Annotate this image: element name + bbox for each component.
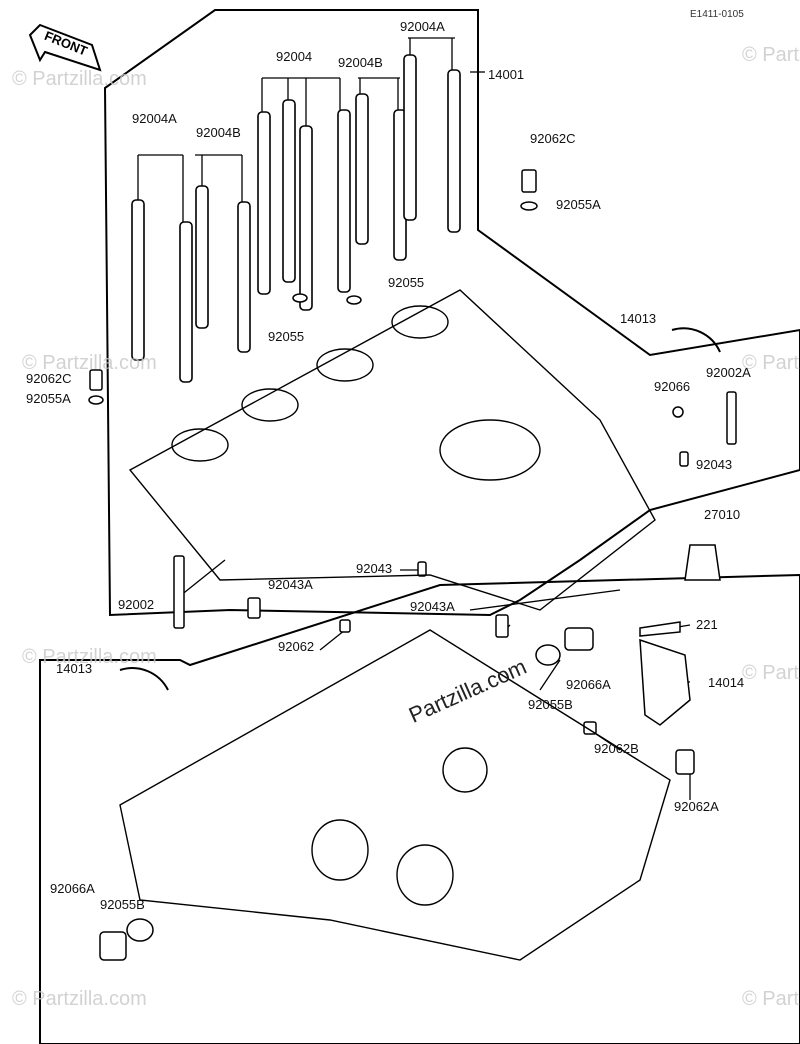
bolt-92002 (173, 555, 185, 629)
lower-bore-2 (396, 844, 454, 906)
stud-6 (282, 99, 296, 283)
dowel-92062c-top (521, 169, 537, 193)
part-label: 14014 (708, 675, 745, 690)
bolt-92002a (726, 391, 737, 445)
part-label: 92055 (268, 329, 305, 344)
bore-3 (316, 348, 374, 382)
part-label: 92004 (276, 49, 313, 64)
stud-8 (337, 109, 351, 293)
plug-92066a-left (99, 931, 127, 961)
part-label: 92004B (196, 125, 241, 140)
dowel-92043a-right (495, 614, 509, 638)
watermark-right-bottom: © Partzilla.com (742, 988, 800, 1010)
part-label: 92043A (410, 599, 455, 614)
screw-221 (639, 621, 681, 637)
watermark-left-top: © Partzilla.com (12, 68, 147, 90)
part-label: 14013 (620, 311, 657, 326)
part-label: 92062C (530, 131, 576, 146)
watermark-right-low: © Partzilla.com (742, 662, 800, 684)
oring-92055-right (346, 295, 362, 305)
part-label: 92055 (388, 275, 425, 290)
part-label: 92055A (556, 197, 601, 212)
stud-2 (179, 221, 193, 383)
dowel-92043-right (679, 451, 689, 467)
part-label: 221 (696, 617, 718, 632)
part-label: 92055A (26, 391, 71, 406)
dowel-92062c-left (89, 369, 103, 391)
watermark-right-mid: © Partzilla.com (742, 352, 800, 374)
stud-bolts (131, 54, 461, 383)
bore-2 (241, 388, 299, 422)
oring-92055-left (292, 293, 308, 303)
stud-3 (195, 185, 209, 329)
watermark-left-low: © Partzilla.com (22, 646, 157, 668)
watermark-left-mid: © Partzilla.com (22, 352, 157, 374)
stud-12 (447, 69, 461, 233)
part-label: 92066A (566, 677, 611, 692)
part-label: 92062 (278, 639, 315, 654)
part-label: 92066A (50, 881, 95, 896)
part-label: 92062A (674, 799, 719, 814)
bore-4 (391, 305, 449, 339)
lower-case-boundary (39, 573, 800, 1044)
ring-14013-lower (119, 667, 169, 691)
part-label: 92043 (696, 457, 733, 472)
part-label: 92004A (132, 111, 177, 126)
stud-7 (299, 125, 313, 311)
snap-rings (119, 327, 721, 691)
upper-case-boundary (103, 9, 800, 617)
front-arrow-icon (28, 23, 102, 72)
stud-9 (355, 93, 369, 245)
oring-92055a-top (520, 201, 538, 211)
stud-11 (403, 54, 417, 221)
stud-5 (257, 111, 271, 295)
part-label: 92062B (594, 741, 639, 756)
small-parts (88, 169, 737, 961)
plug-92062b (583, 721, 597, 735)
bore-1 (171, 428, 229, 462)
diagram-code: E1411-0105 (690, 9, 744, 20)
dowel-92043-center (417, 561, 427, 577)
part-label: 92043A (268, 577, 313, 592)
upper-crankcase (128, 289, 656, 611)
stud-1 (131, 199, 145, 361)
part-label: 92043 (356, 561, 393, 576)
plug-92062a (675, 749, 695, 775)
stud-4 (237, 201, 251, 353)
part-label: 92002 (118, 597, 155, 612)
gasket-92055b-left (126, 918, 154, 942)
cover-14014 (639, 638, 691, 726)
ring-14013-upper (671, 327, 721, 353)
gasket-92055b-right (535, 644, 561, 666)
switch-27010 (684, 544, 721, 581)
ball-92066 (672, 406, 684, 418)
part-label: 92004A (400, 19, 445, 34)
part-label: 92055B (528, 697, 573, 712)
part-label: 92004B (338, 55, 383, 70)
part-label: 27010 (704, 507, 741, 522)
part-label: 14001 (488, 67, 525, 82)
lower-crankcase (119, 629, 671, 961)
lower-bore-3 (442, 747, 488, 793)
lower-bore-1 (311, 819, 369, 881)
watermark-left-bottom: © Partzilla.com (12, 988, 147, 1010)
plug-92066a-right (564, 627, 594, 651)
part-label: 92002A (706, 365, 751, 380)
plug-92062 (339, 619, 351, 633)
dowel-92043a-left (247, 597, 261, 619)
crank-housing (439, 419, 541, 481)
part-label: 14013 (56, 661, 93, 676)
oring-92055a-left (88, 395, 104, 405)
part-label: 92062C (26, 371, 72, 386)
part-label: 92066 (654, 379, 691, 394)
part-label: 92055B (100, 897, 145, 912)
watermark-right-top: © Partzilla.com (742, 44, 800, 66)
